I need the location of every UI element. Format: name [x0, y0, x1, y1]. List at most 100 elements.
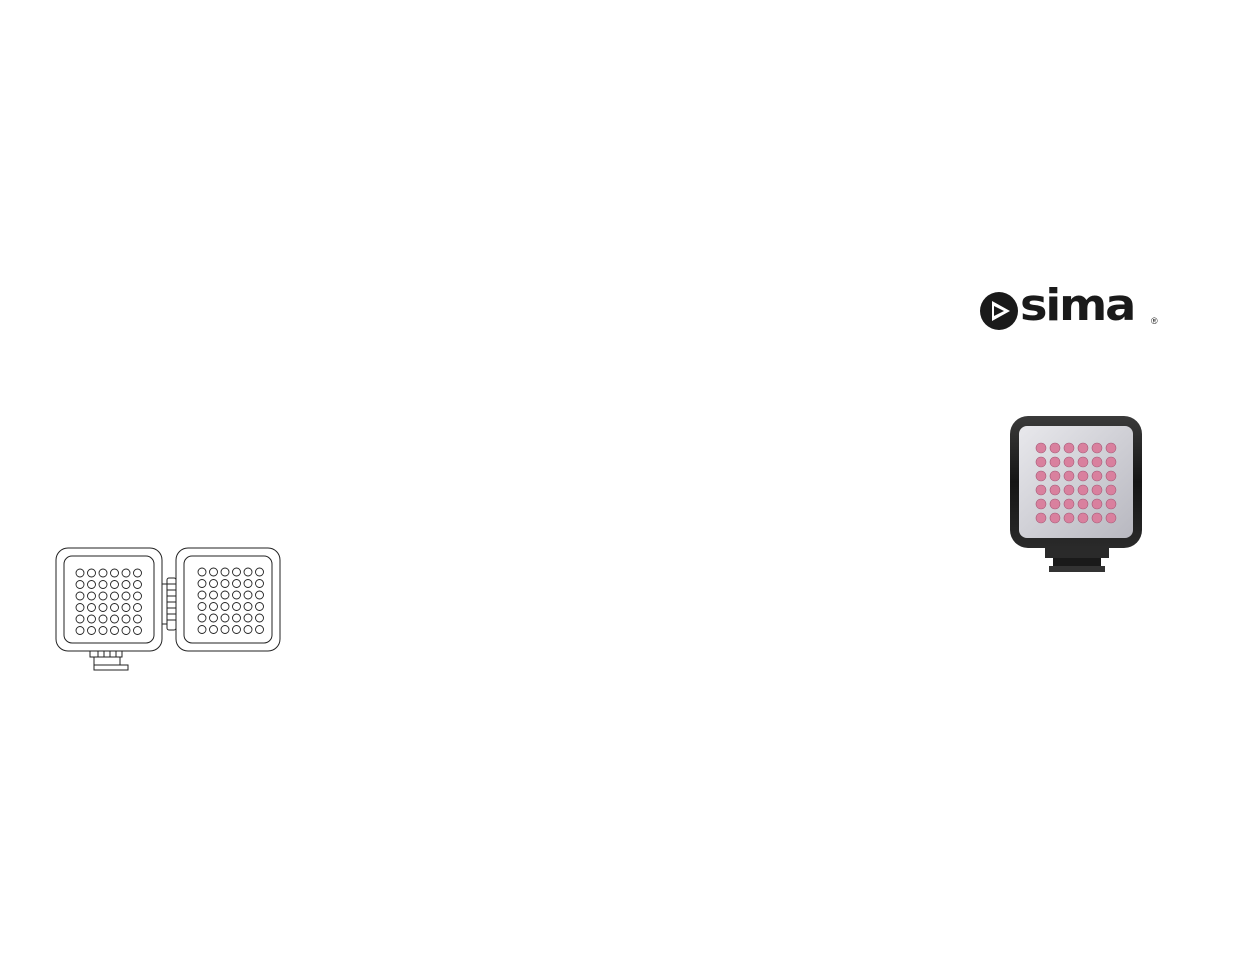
led-dot — [1050, 457, 1060, 467]
led-dot — [1106, 471, 1116, 481]
led-dot — [1092, 457, 1102, 467]
led-dot — [233, 568, 241, 576]
led-dot — [1078, 443, 1088, 453]
led-dot — [122, 604, 130, 612]
led-dot — [1106, 457, 1116, 467]
led-dot — [122, 615, 130, 623]
led-dot — [256, 568, 264, 576]
led-dot — [88, 604, 96, 612]
led-dot — [111, 569, 119, 577]
led-dot — [244, 603, 252, 611]
led-dot — [244, 614, 252, 622]
led-dot — [1050, 471, 1060, 481]
led-dot — [198, 614, 206, 622]
led-dot — [99, 615, 107, 623]
led-dot — [88, 627, 96, 635]
led-dot — [221, 568, 229, 576]
led-dot — [1092, 443, 1102, 453]
led-diffuser-panel — [1019, 426, 1133, 538]
shoe-mount-middle — [94, 657, 120, 665]
led-dot — [76, 569, 84, 577]
led-dot — [1106, 443, 1116, 453]
led-dot — [1050, 443, 1060, 453]
led-dot — [1078, 499, 1088, 509]
led-dot — [134, 569, 142, 577]
led-dot — [1064, 457, 1074, 467]
led-dot — [210, 614, 218, 622]
led-dot — [256, 603, 264, 611]
led-dot — [1064, 471, 1074, 481]
led-dot — [198, 591, 206, 599]
left-panel-outline — [56, 548, 162, 651]
led-dot — [122, 627, 130, 635]
led-dot — [111, 581, 119, 589]
led-dot — [88, 569, 96, 577]
led-dot — [134, 627, 142, 635]
led-dot — [1064, 443, 1074, 453]
led-dot — [210, 603, 218, 611]
led-dot — [76, 581, 84, 589]
led-dot — [111, 627, 119, 635]
led-dot — [1036, 457, 1046, 467]
led-dot — [221, 614, 229, 622]
led-dot — [1036, 443, 1046, 453]
led-dot — [256, 591, 264, 599]
led-dot — [210, 568, 218, 576]
led-dot — [1092, 513, 1102, 523]
led-dot — [1050, 499, 1060, 509]
led-dot — [198, 568, 206, 576]
led-dot — [76, 604, 84, 612]
sima-logo: sima ® — [975, 288, 1165, 336]
led-dot — [1092, 499, 1102, 509]
led-dot — [233, 591, 241, 599]
led-dot — [1106, 499, 1116, 509]
led-dot — [1106, 485, 1116, 495]
led-dot — [134, 604, 142, 612]
led-dot — [233, 580, 241, 588]
led-dot — [88, 581, 96, 589]
led-dot — [233, 626, 241, 634]
led-dot — [233, 614, 241, 622]
led-dot — [1050, 485, 1060, 495]
led-dot — [1092, 471, 1102, 481]
led-light-product-photo — [1005, 412, 1150, 582]
led-dot — [1036, 471, 1046, 481]
led-dot — [1036, 513, 1046, 523]
led-dot — [1036, 485, 1046, 495]
led-dot — [198, 603, 206, 611]
led-dot — [1092, 485, 1102, 495]
led-dot — [221, 626, 229, 634]
led-dot — [1078, 513, 1088, 523]
right-panel-outline — [176, 548, 280, 651]
led-dot — [210, 626, 218, 634]
led-dot — [1078, 457, 1088, 467]
led-dot — [88, 592, 96, 600]
led-dot — [76, 592, 84, 600]
shoe-mount-top — [90, 651, 122, 657]
led-dot — [134, 592, 142, 600]
led-dot — [233, 603, 241, 611]
play-circle-logo-icon — [979, 291, 1019, 331]
led-dot — [111, 592, 119, 600]
led-dot — [1078, 485, 1088, 495]
panel-connector — [162, 584, 167, 624]
led-dot — [134, 615, 142, 623]
led-dot — [256, 626, 264, 634]
led-dot — [122, 592, 130, 600]
led-dot — [76, 615, 84, 623]
led-dot — [1064, 485, 1074, 495]
led-dot — [99, 604, 107, 612]
led-dot — [221, 580, 229, 588]
dual-led-light-line-drawing — [50, 540, 290, 680]
led-dot — [1050, 513, 1060, 523]
led-dot — [76, 627, 84, 635]
led-dot — [99, 592, 107, 600]
left-led-array — [76, 569, 142, 635]
led-dot — [198, 580, 206, 588]
panel-hinge — [167, 578, 176, 630]
led-dot — [244, 591, 252, 599]
photo-shoe-mount — [1045, 548, 1109, 558]
led-dot — [122, 581, 130, 589]
led-dot — [244, 568, 252, 576]
